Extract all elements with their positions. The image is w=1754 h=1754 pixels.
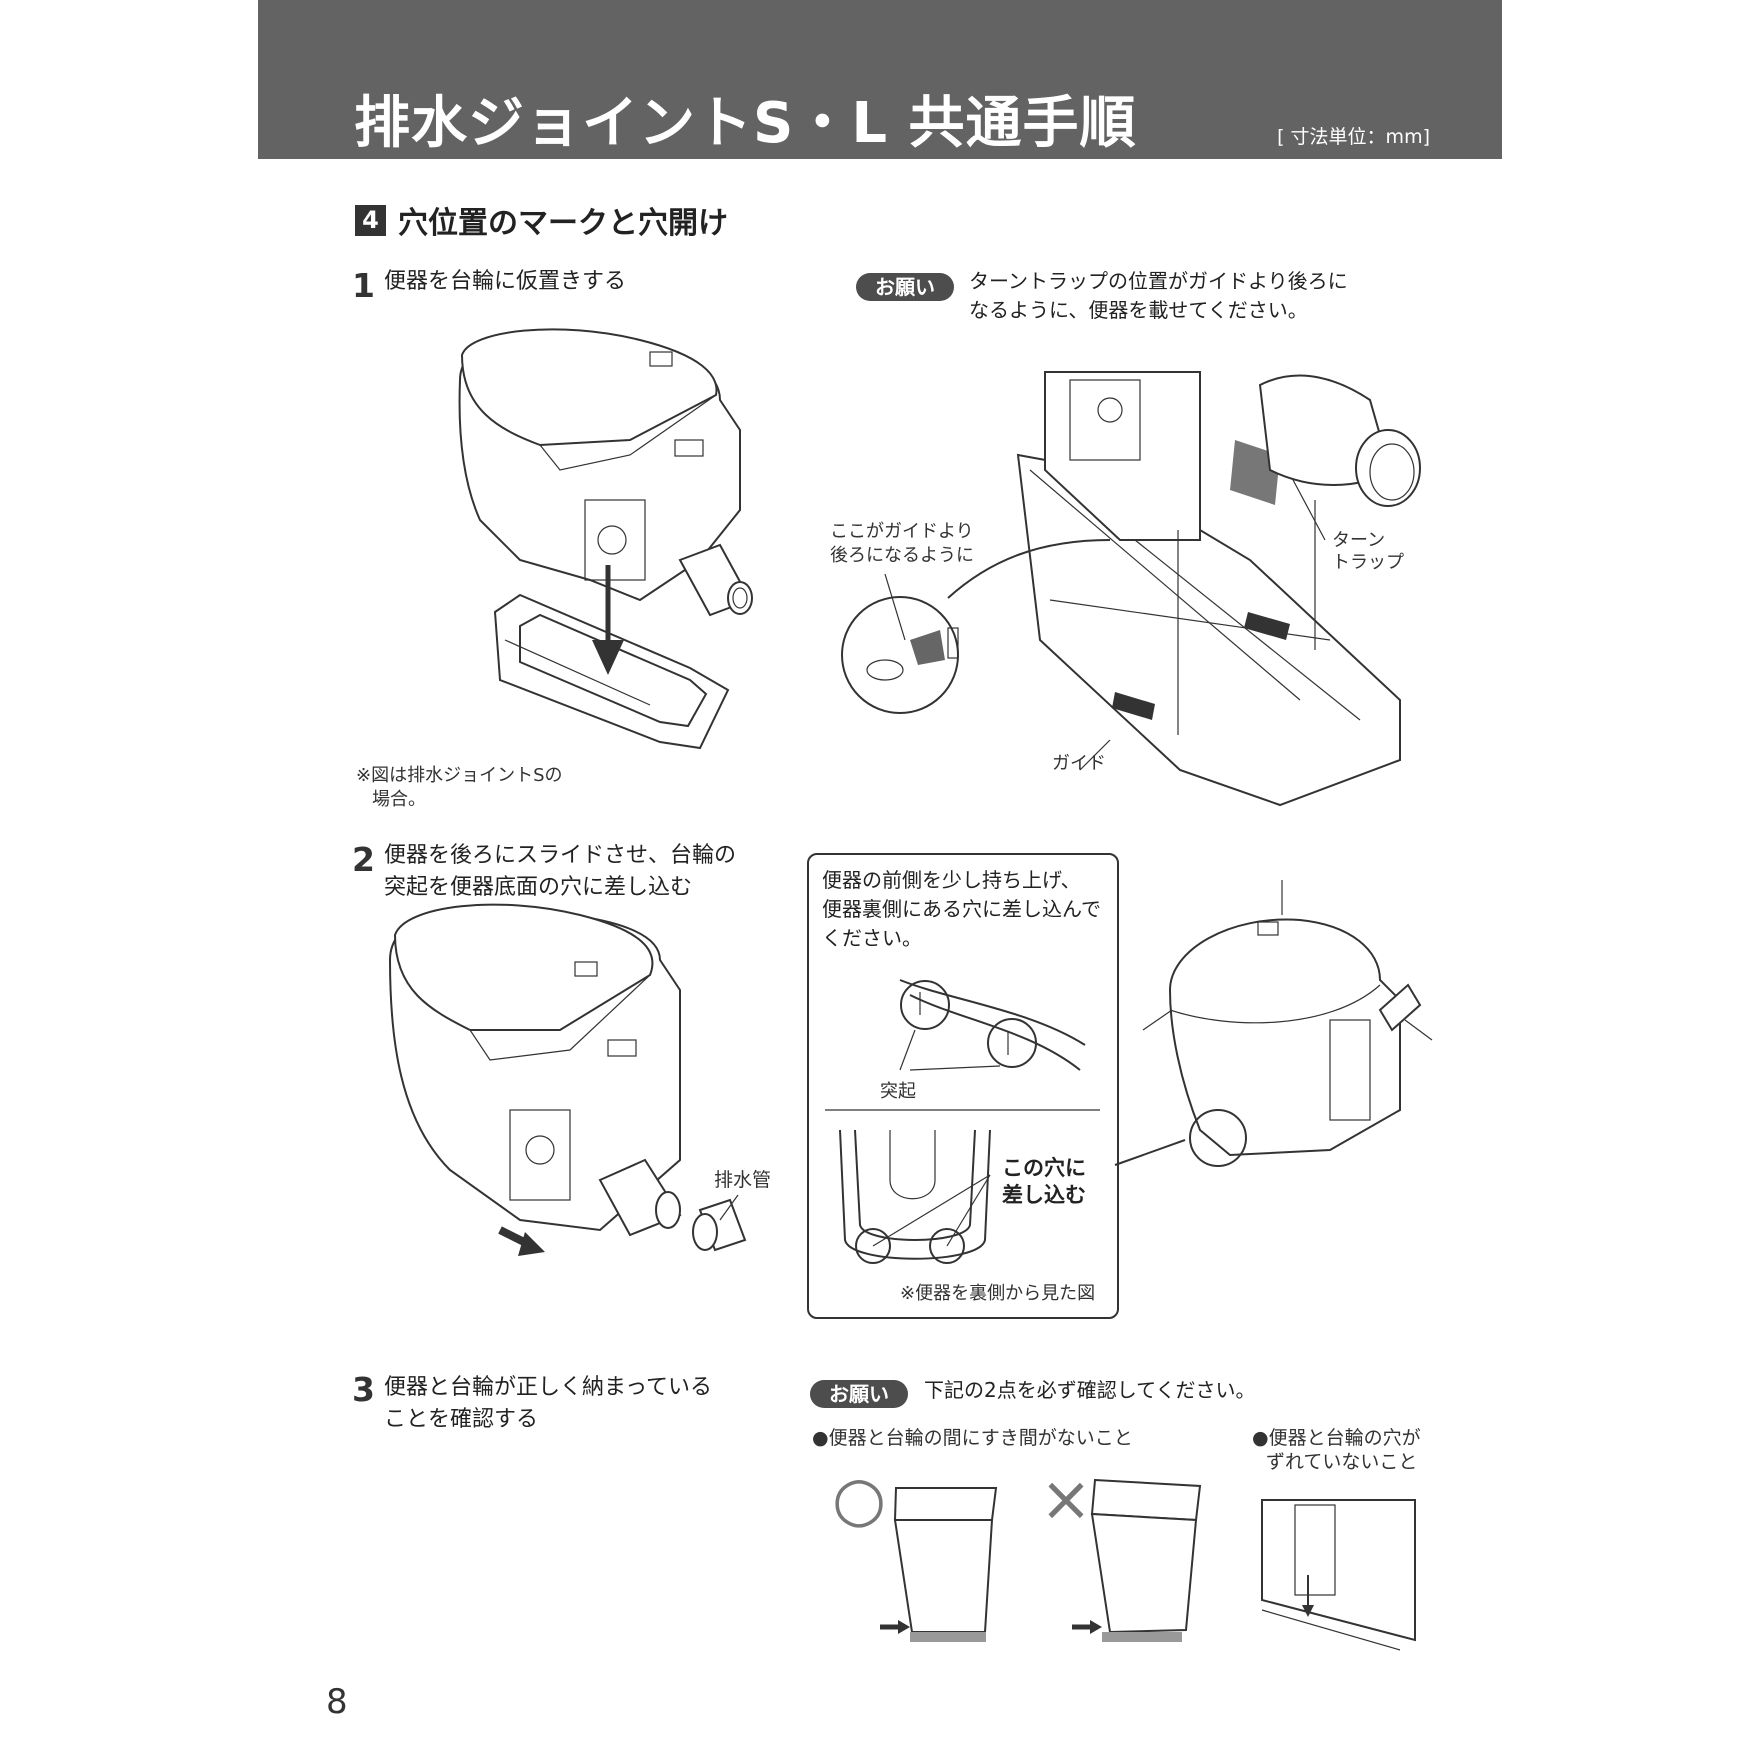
guide-behind-line-1: ここがガイドより bbox=[830, 521, 974, 542]
page-header: 排水ジョイントS・L 共通手順 [ 寸法単位：mm] bbox=[258, 0, 1502, 159]
insert-here-line-1: この穴に bbox=[1002, 1156, 1086, 1180]
callout-line-3: ください。 bbox=[822, 926, 922, 950]
callout-line-2: 便器裏側にある穴に差し込んで bbox=[822, 897, 1101, 921]
insert-here-line-2: 差し込む bbox=[1002, 1183, 1086, 1207]
request-badge-1: お願い bbox=[856, 273, 954, 301]
unit-label: [ 寸法単位：mm] bbox=[1277, 126, 1430, 148]
step-3-line-1: 便器と台輪が正しく納まっている bbox=[384, 1375, 713, 1400]
callout-line-1: 便器の前側を少し持ち上げ、 bbox=[822, 868, 1081, 892]
check-holes-line-2: ずれていないこと bbox=[1266, 1451, 1418, 1473]
guide-behind-line-2: 後ろになるように bbox=[830, 545, 974, 566]
turn-trap-line-2: トラップ bbox=[1332, 552, 1404, 573]
figure-1-caption-line-2: 場合。 bbox=[372, 789, 426, 810]
section-title: 穴位置のマークと穴開け bbox=[398, 206, 728, 241]
protrusion-label: 突起 bbox=[880, 1081, 916, 1102]
step-1-text: 便器を台輪に仮置きする bbox=[384, 266, 626, 298]
turn-trap-label: ターン トラップ bbox=[1332, 530, 1404, 574]
request-note-1-line-2: なるように、便器を載せてください。 bbox=[969, 298, 1308, 322]
step-1-line-1: 便器を台輪に仮置きする bbox=[384, 269, 627, 294]
insert-here-label: この穴に 差し込む bbox=[1002, 1155, 1086, 1209]
request-note-1-line-1: ターントラップの位置がガイドより後ろに bbox=[969, 269, 1348, 293]
page-number: 8 bbox=[326, 1682, 348, 1722]
check-holes-aligned: ●便器と台輪の穴が ずれていないこと bbox=[1252, 1426, 1421, 1474]
page-title: 排水ジョイントS・L 共通手順 bbox=[354, 91, 1137, 156]
underside-caption: ※便器を裏側から見た図 bbox=[900, 1283, 1096, 1304]
step-2-text: 便器を後ろにスライドさせ、台輪の 突起を便器底面の穴に差し込む bbox=[384, 840, 736, 904]
guide-label: ガイド bbox=[1052, 753, 1106, 774]
ok-mark: ○ bbox=[832, 1462, 887, 1535]
turn-trap-line-1: ターン bbox=[1332, 530, 1386, 551]
request-note-1: ターントラップの位置がガイドより後ろに なるように、便器を載せてください。 bbox=[969, 267, 1348, 325]
step-1-number: 1 bbox=[352, 266, 375, 305]
request-note-2: 下記の2点を必ず確認してください。 bbox=[924, 1378, 1256, 1402]
step-3-number: 3 bbox=[352, 1370, 375, 1409]
check-holes-line-1: ●便器と台輪の穴が bbox=[1252, 1427, 1421, 1449]
ng-mark: × bbox=[1040, 1462, 1092, 1535]
step-2-number: 2 bbox=[352, 840, 375, 879]
check-no-gap: ●便器と台輪の間にすき間がないこと bbox=[812, 1427, 1133, 1449]
drain-pipe-label: 排水管 bbox=[714, 1169, 772, 1191]
guide-behind-label: ここがガイドより 後ろになるように bbox=[830, 520, 974, 568]
figure-1-caption: ※図は排水ジョイントSの 場合。 bbox=[356, 764, 563, 812]
request-badge-2: お願い bbox=[810, 1380, 908, 1408]
callout-text: 便器の前側を少し持ち上げ、 便器裏側にある穴に差し込んで ください。 bbox=[822, 866, 1101, 953]
step-2-line-1: 便器を後ろにスライドさせ、台輪の bbox=[384, 843, 737, 868]
step-3-text: 便器と台輪が正しく納まっている ことを確認する bbox=[384, 1372, 712, 1436]
figure-1-caption-line-1: ※図は排水ジョイントSの bbox=[356, 765, 563, 786]
step-3-line-2: ことを確認する bbox=[384, 1407, 539, 1432]
step-2-line-2: 突起を便器底面の穴に差し込む bbox=[384, 875, 693, 900]
section-number: 4 bbox=[355, 205, 386, 236]
